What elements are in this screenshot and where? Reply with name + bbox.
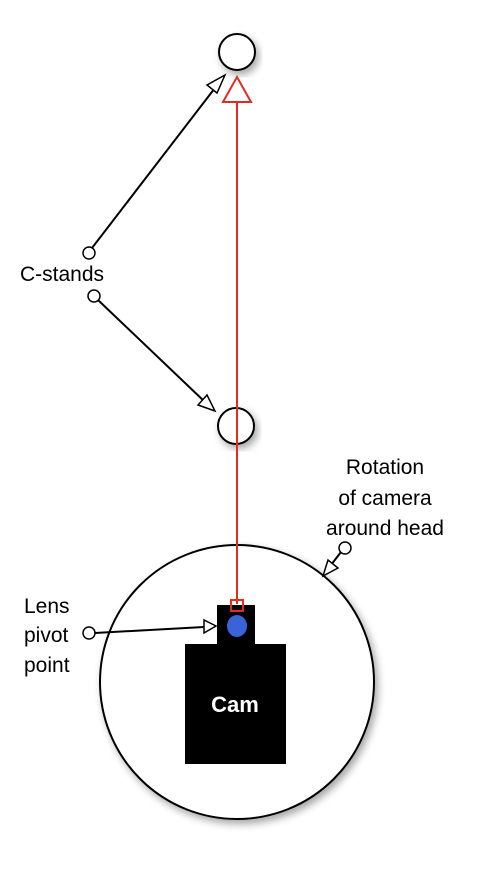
- lens-callout-dot: [82, 626, 96, 640]
- lens-arrowhead: [203, 618, 218, 635]
- c-stands-arrowhead-upper: [205, 73, 227, 95]
- lens-label-line1: Lens: [24, 595, 70, 618]
- sight-line-arrowhead: [221, 74, 253, 103]
- lens-leader: [94, 626, 205, 634]
- lens-label-line3: point: [24, 654, 70, 677]
- c-stands-leader-lower: [97, 299, 206, 403]
- c-stands-callout-dot-lower: [87, 289, 101, 303]
- camera-label: Cam: [211, 692, 259, 717]
- rotation-arrowhead: [321, 558, 340, 578]
- c-stands-arrowhead-lower: [196, 393, 217, 413]
- rotation-callout-dot: [338, 541, 352, 555]
- sight-line-origin-box: [230, 599, 244, 612]
- rotation-label-line1: Rotation: [346, 456, 424, 479]
- lens-dot: [227, 615, 247, 637]
- camera-body: [185, 644, 286, 764]
- c-stands-leader-upper: [91, 83, 219, 249]
- rotation-label-line2: of camera: [338, 487, 432, 510]
- rotation-label-line3: around head: [326, 517, 444, 540]
- c-stands-label: C-stands: [20, 263, 104, 286]
- c-stand-far: [218, 33, 256, 71]
- lens-label-line2: pivot: [24, 624, 69, 647]
- c-stands-callout-dot-upper: [82, 246, 96, 260]
